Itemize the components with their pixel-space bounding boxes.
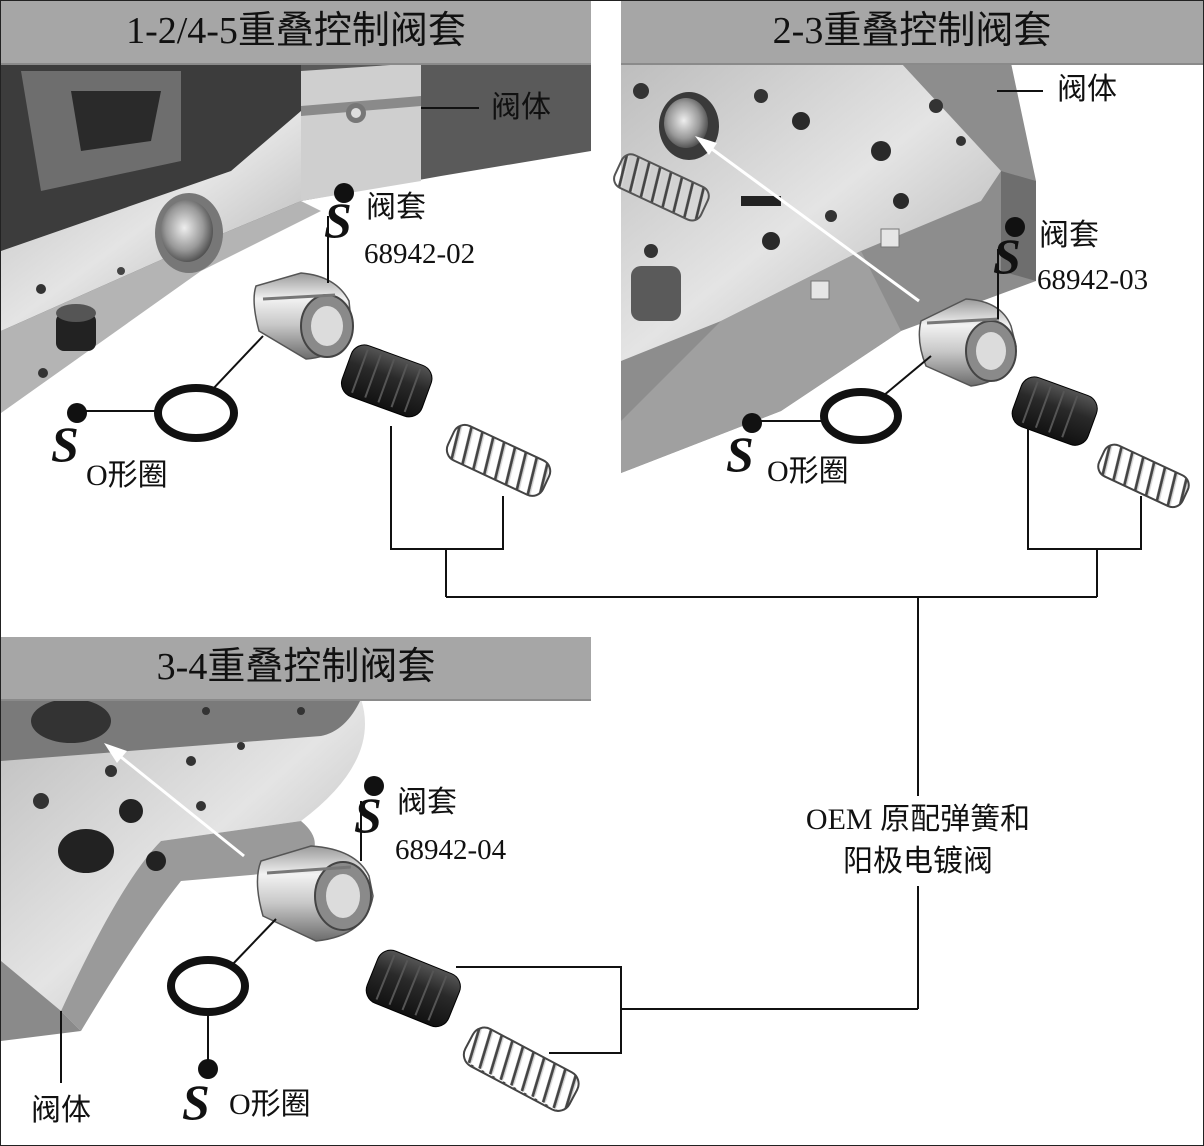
sonnax-s-logo-icon: S	[51, 403, 87, 472]
oem-spring-note: OEM 原配弹簧和 阳极电镀阀	[777, 799, 1059, 883]
bracket-lines	[390, 426, 1142, 1054]
valve-sleeve-icon	[918, 298, 1017, 387]
panel-1-sleeve-part-number: 68942-02	[364, 238, 476, 270]
oem-spring-note-line-1: OEM 原配弹簧和	[805, 803, 1031, 836]
valve-sleeve-icon	[253, 272, 354, 360]
o-ring-icon	[167, 956, 249, 1016]
panel-2-title: 2-3重叠控制阀套	[621, 1, 1203, 65]
sonnax-s-logo-icon: S	[182, 1059, 218, 1130]
spring-icon	[462, 1026, 580, 1112]
sonnax-s-logo-icon: S	[993, 217, 1025, 284]
valve-body-photo-1	[1, 63, 591, 413]
panel-3-oring-label: O形圈	[229, 1088, 311, 1121]
valve-plug-icon	[365, 949, 461, 1028]
panel-3-title: 3-4重叠控制阀套	[1, 637, 591, 701]
valve-plug-icon	[340, 344, 433, 418]
panel-2-valve-body-label: 阀体	[1057, 73, 1117, 106]
panel-2-oring-label: O形圈	[767, 455, 849, 488]
svg-text:S: S	[324, 192, 352, 248]
photo-spring-2	[613, 153, 710, 222]
valve-sleeve-icon	[256, 845, 374, 942]
panel-3-valve-body-label: 阀体	[31, 1094, 91, 1127]
svg-text:S: S	[726, 426, 754, 482]
sonnax-s-logo-icon: S	[324, 183, 354, 248]
sonnax-s-logo-icon: S	[354, 776, 384, 843]
leader-lines	[60, 90, 1043, 1083]
svg-text:S: S	[993, 228, 1021, 284]
oem-spring-note-line-2: 阳极电镀阀	[843, 845, 993, 878]
panel-1-title: 1-2/4-5重叠控制阀套	[1, 1, 591, 65]
o-ring-icon	[820, 388, 902, 444]
svg-text:S: S	[354, 787, 382, 843]
svg-text:S: S	[51, 416, 79, 472]
o-ring-icon	[154, 384, 238, 442]
panel-3-sleeve-label: 阀套	[397, 786, 457, 819]
valve-body-photo-2	[613, 63, 1036, 473]
valve-plug-icon	[1011, 376, 1098, 446]
panel-3-sleeve-part-number: 68942-04	[395, 834, 507, 866]
svg-text:S: S	[182, 1074, 210, 1130]
valve-body-photo-3	[1, 699, 365, 1041]
panel-1-valve-body-label: 阀体	[491, 91, 551, 124]
panel-2-sleeve-part-number: 68942-03	[1037, 264, 1149, 296]
panel-2-sleeve-label: 阀套	[1039, 219, 1099, 252]
sonnax-s-logo-icon: S	[726, 413, 762, 482]
spring-icon	[445, 423, 552, 497]
spring-icon	[1097, 443, 1190, 509]
panel-1-oring-label: O形圈	[86, 459, 168, 492]
insertion-arrows	[104, 136, 920, 858]
panel-1-sleeve-label: 阀套	[366, 191, 426, 224]
